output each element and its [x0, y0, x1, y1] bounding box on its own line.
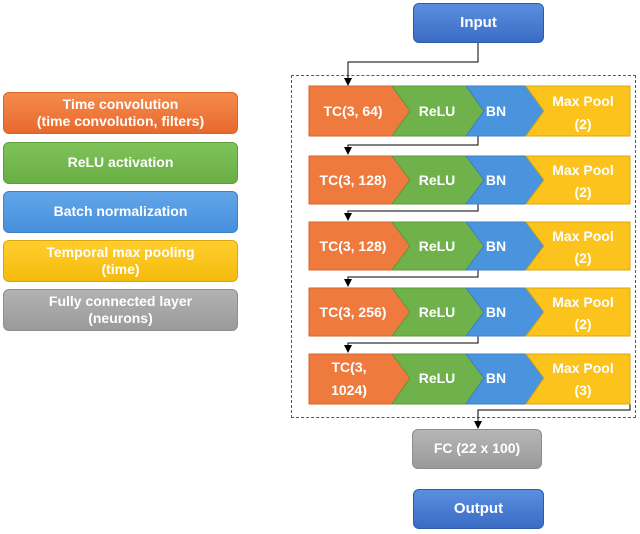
fc-node: FC (22 x 100) [412, 429, 542, 469]
bn-label: BN [486, 304, 506, 320]
pool-segment [525, 221, 631, 271]
pool-segment [525, 85, 631, 137]
pool-label-line2: (2) [574, 250, 591, 266]
conv-block-5: TC(3, 1024) ReLU BN Max Pool (3) [308, 353, 631, 405]
conv-block-3: TC(3, 128) ReLU BN Max Pool (2) [308, 221, 631, 271]
pool-label-line1: Max Pool [552, 294, 613, 310]
conv-block-1: TC(3, 64) ReLU BN Max Pool (2) [308, 85, 631, 137]
relu-label: ReLU [419, 304, 456, 320]
legend-batch-normalization: Batch normalization [3, 191, 238, 233]
bn-label: BN [486, 103, 506, 119]
legend-temporal-max-pooling-subtitle: (time) [101, 261, 140, 277]
legend-time-convolution: Time convolution (time convolution, filt… [3, 92, 238, 134]
legend-fully-connected-layer-subtitle: (neurons) [88, 310, 153, 326]
bn-label: BN [486, 238, 506, 254]
connector-block-4-to-5 [344, 336, 479, 353]
output-label: Output [453, 499, 504, 517]
pool-label-line2: (2) [574, 184, 591, 200]
legend-time-convolution-title: Time convolution [62, 95, 179, 112]
relu-label: ReLU [419, 172, 456, 188]
tc-label: TC(3, 128) [320, 172, 387, 188]
input-label: Input [460, 13, 497, 31]
legend-relu-activation-title: ReLU activation [67, 154, 174, 171]
legend-batch-normalization-title: Batch normalization [53, 203, 188, 220]
legend-temporal-max-pooling-title: Temporal max pooling [46, 243, 195, 260]
tc-label-line1: TC(3, [332, 359, 367, 375]
relu-label: ReLU [419, 103, 456, 119]
bn-label: BN [486, 370, 506, 386]
connector-block-1-to-2 [344, 136, 479, 155]
pool-label-line1: Max Pool [552, 93, 613, 109]
legend-time-convolution-subtitle: (time convolution, filters) [36, 113, 205, 129]
tc-label: TC(3, 128) [320, 238, 387, 254]
pool-label-line2: (3) [574, 382, 591, 398]
legend-temporal-max-pooling: Temporal max pooling (time) [3, 240, 238, 282]
relu-label: ReLU [419, 238, 456, 254]
pool-label-line2: (2) [574, 316, 591, 332]
conv-block-2: TC(3, 128) ReLU BN Max Pool (2) [308, 155, 631, 205]
tc-label: TC(3, 256) [320, 304, 387, 320]
input-node: Input [413, 3, 544, 43]
connector-input-to-block-1 [344, 43, 479, 86]
conv-block-4: TC(3, 256) ReLU BN Max Pool (2) [308, 287, 631, 337]
relu-label: ReLU [419, 370, 456, 386]
pool-segment [525, 287, 631, 337]
pool-label-line1: Max Pool [552, 162, 613, 178]
connector-block-2-to-3 [344, 204, 479, 221]
pool-label-line1: Max Pool [552, 360, 613, 376]
legend-fully-connected-layer: Fully connected layer (neurons) [3, 289, 238, 331]
pool-label-line2: (2) [574, 116, 591, 132]
legend-relu-activation: ReLU activation [3, 142, 238, 184]
connector-block-3-to-4 [344, 270, 479, 287]
tc-label-line2: 1024) [331, 382, 367, 398]
output-node: Output [413, 489, 544, 529]
tc-label: TC(3, 64) [323, 103, 382, 119]
connector-block-5-to-fc [474, 404, 631, 429]
bn-label: BN [486, 172, 506, 188]
pool-segment [525, 353, 631, 405]
conv-stack-frame [291, 75, 636, 418]
fc-label: FC (22 x 100) [433, 440, 521, 457]
legend-fully-connected-layer-title: Fully connected layer [48, 292, 193, 309]
pool-label-line1: Max Pool [552, 228, 613, 244]
pool-segment [525, 155, 631, 205]
